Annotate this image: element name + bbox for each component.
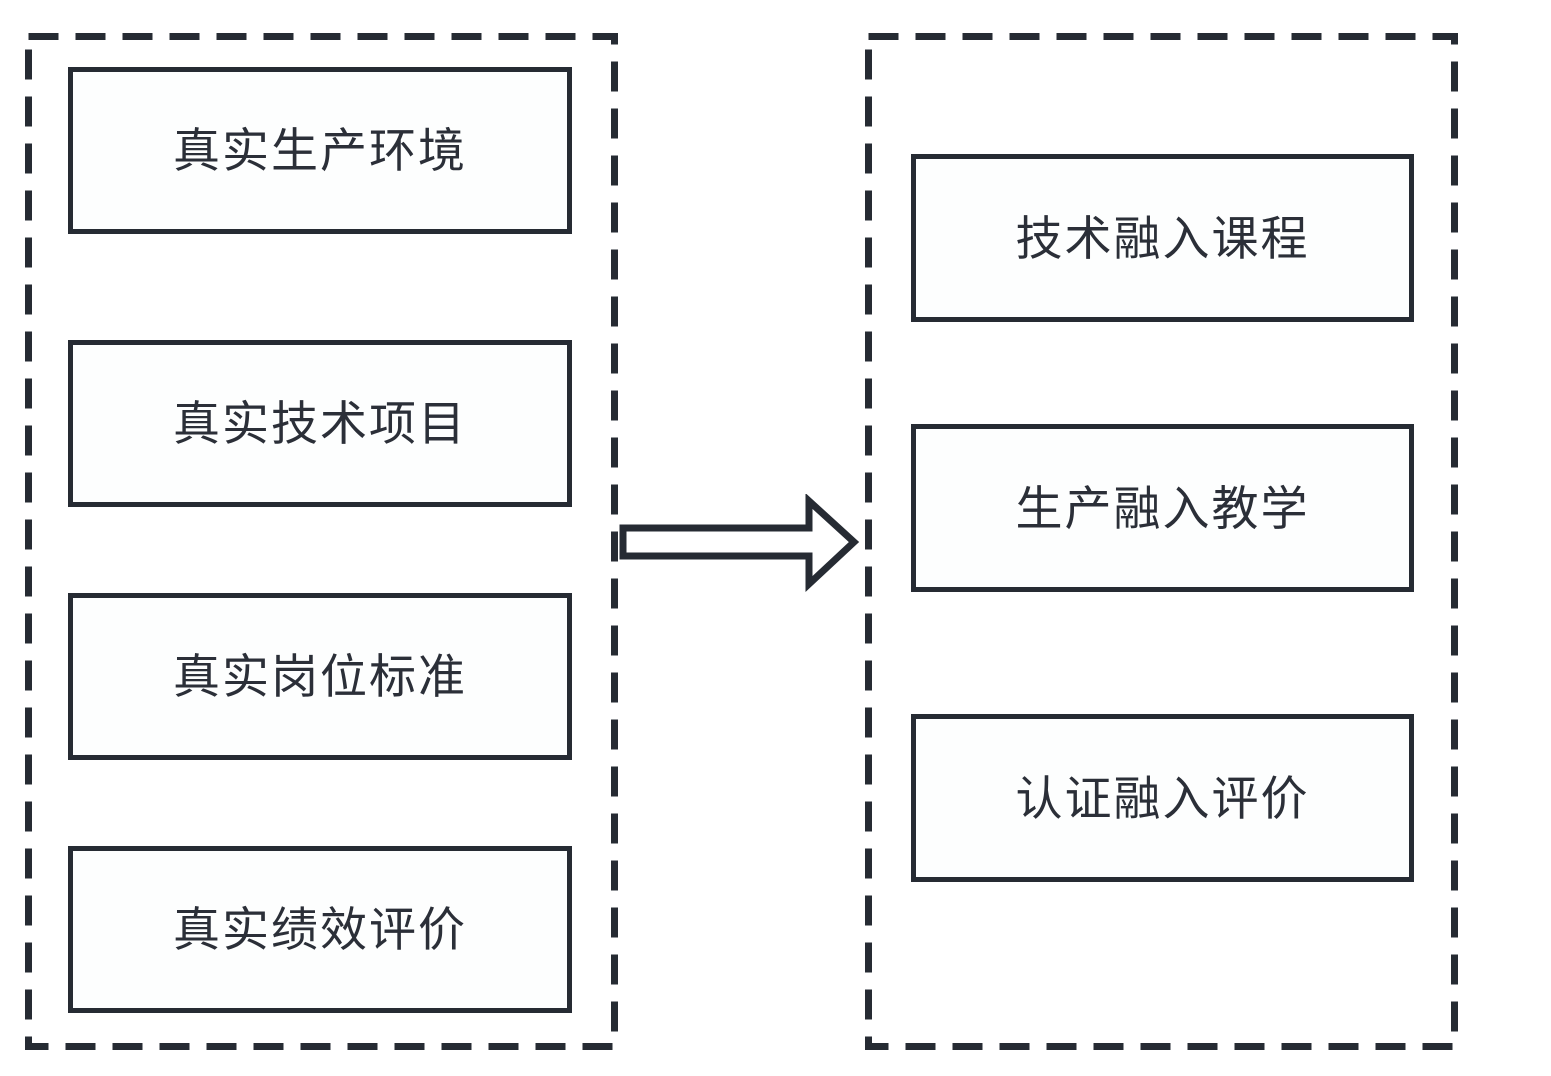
box-real-performance-evaluation: 真实绩效评价 [68,846,572,1013]
box-label: 真实绩效评价 [173,903,467,956]
box-label: 技术融入课程 [1015,211,1310,265]
box-production-into-teaching: 生产融入教学 [911,424,1414,592]
left-group-frame: 真实生产环境 真实技术项目 真实岗位标准 真实绩效评价 [25,33,618,1050]
box-label: 真实生产环境 [173,124,467,177]
right-group-frame: 技术融入课程 生产融入教学 认证融入评价 [865,33,1458,1050]
box-label: 真实岗位标准 [173,650,467,703]
box-label: 真实技术项目 [173,397,467,450]
box-certification-into-evaluation: 认证融入评价 [911,714,1414,882]
box-real-job-standard: 真实岗位标准 [68,593,572,760]
right-arrow-icon [619,494,860,593]
box-label: 生产融入教学 [1015,481,1310,535]
box-real-production-environment: 真实生产环境 [68,67,572,234]
box-label: 认证融入评价 [1015,771,1310,825]
box-real-technical-project: 真实技术项目 [68,340,572,507]
box-technology-into-curriculum: 技术融入课程 [911,154,1414,322]
right-group-dashed-border [865,33,1458,1050]
left-group-dashed-border [25,33,618,1050]
